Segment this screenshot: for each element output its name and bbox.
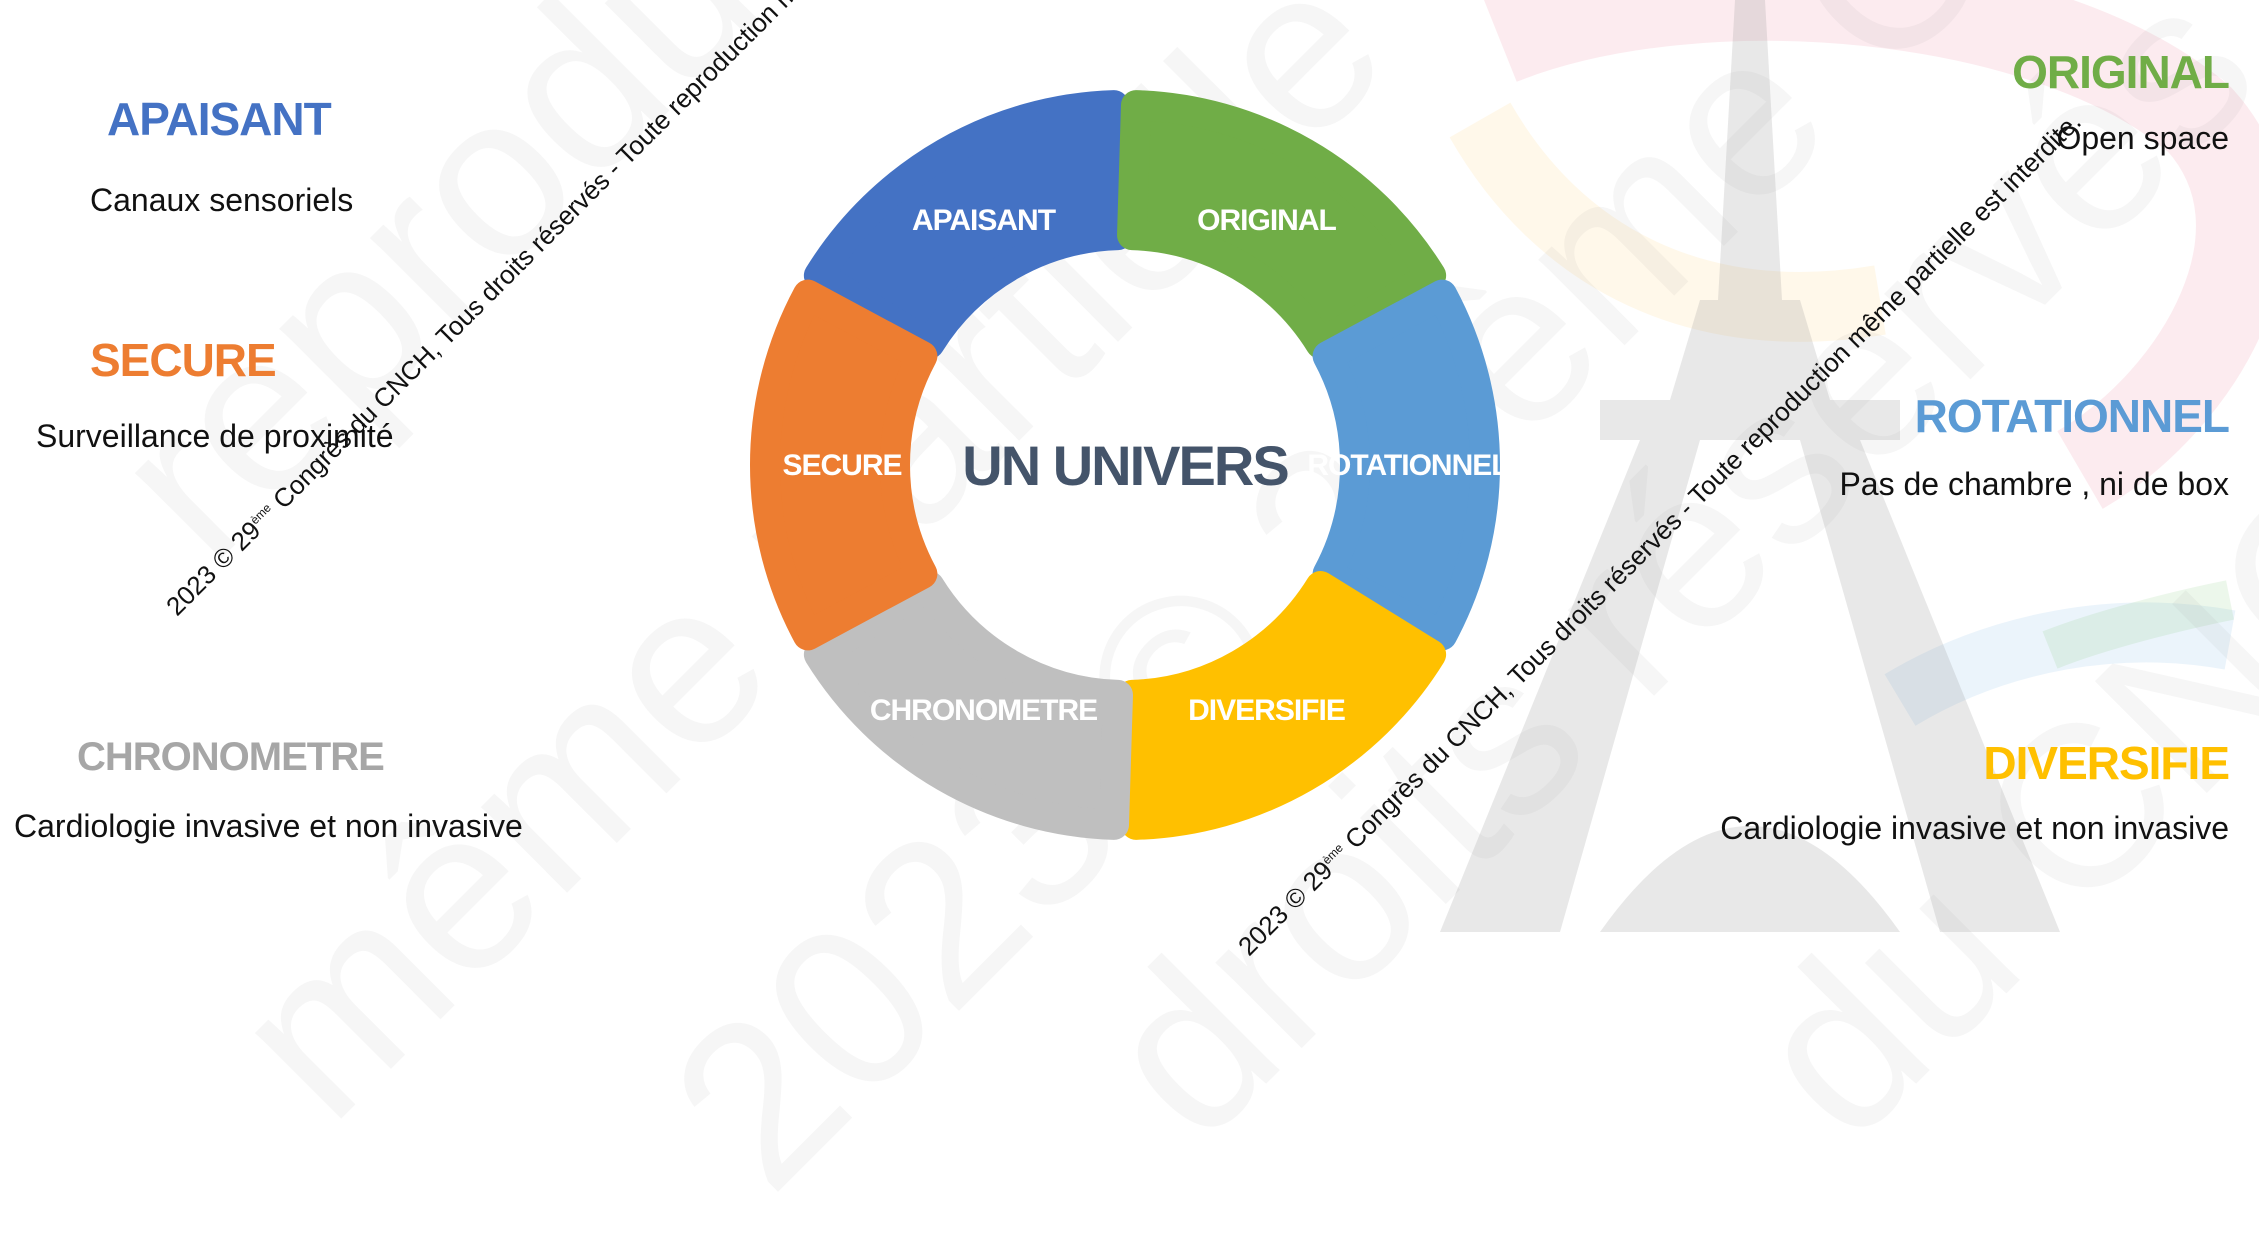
wheel-label-chronometre: CHRONOMETRE (870, 694, 1097, 727)
right-title-diversifie: DIVERSIFIE (1983, 737, 2230, 789)
right-desc-rotationnel: Pas de chambre , ni de box (1839, 466, 2229, 502)
left-desc-secure: Surveillance de proximité (36, 418, 394, 454)
univers-wheel: APAISANT ORIGINAL ROTATIONNEL DIVERSIFIE CHR… (750, 90, 1509, 840)
wheel-label-rotationnel: ROTATIONNEL (1307, 449, 1509, 482)
left-desc-chronometre: Cardiologie invasive et non invasive (14, 808, 523, 844)
green-swoosh (2042, 580, 2234, 669)
wheel-label-secure: SECURE (782, 449, 901, 482)
background-decoration (1440, 0, 2259, 932)
wheel-segment-rotationnel (1312, 279, 1500, 651)
wheel-center-label: UN UNIVERS (962, 434, 1288, 497)
wheel-label-apaisant: APAISANT (912, 204, 1056, 237)
red-swoosh (1484, 0, 2259, 509)
right-desc-diversifie: Cardiologie invasive et non invasive (1720, 810, 2229, 846)
left-desc-apaisant: Canaux sensoriels (90, 182, 354, 218)
left-title-apaisant: APAISANT (107, 93, 332, 145)
wheel-segment-original (1117, 90, 1447, 359)
wheel-segment-diversifie (1117, 571, 1447, 840)
blue-swoosh (1884, 602, 2236, 726)
wheel-label-diversifie: DIVERSIFIE (1188, 694, 1345, 727)
wheel-segment-secure (750, 279, 938, 651)
left-title-chronometre: CHRONOMETRE (77, 735, 385, 779)
wheel-segment-apaisant (803, 90, 1133, 359)
left-title-secure: SECURE (90, 334, 277, 386)
wheel-label-original: ORIGINAL (1197, 204, 1336, 237)
right-title-original: ORIGINAL (2012, 46, 2230, 98)
right-title-rotationnel: ROTATIONNEL (1914, 390, 2230, 442)
yellow-swoosh (1449, 102, 1886, 342)
right-desc-original: Open space (2056, 120, 2229, 156)
wheel-segment-chronometre (803, 571, 1133, 840)
eiffel-tower-icon (1440, 0, 2060, 932)
